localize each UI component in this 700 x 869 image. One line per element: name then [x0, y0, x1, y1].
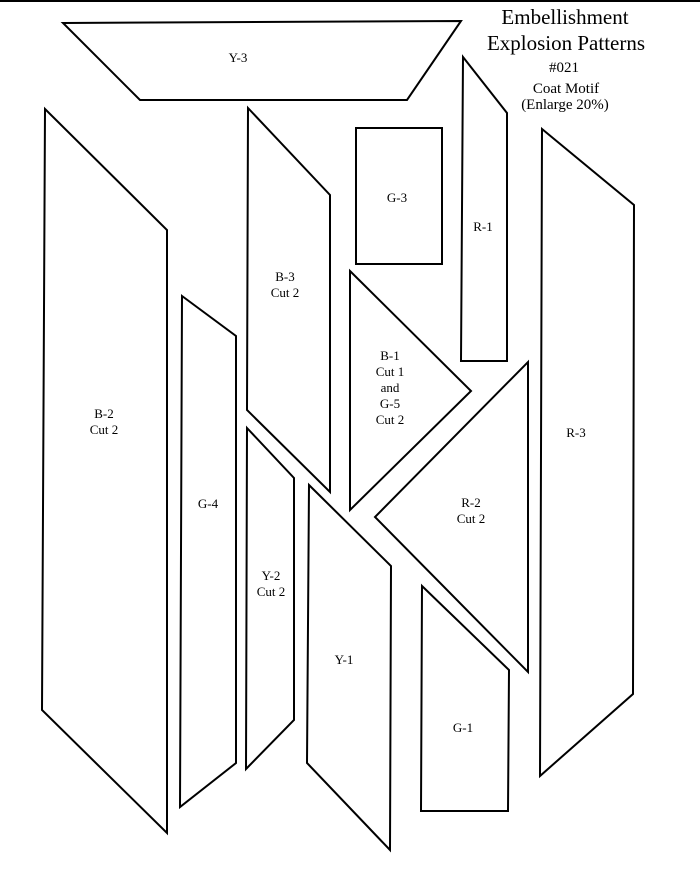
- piece-r3-label-1: R-3: [566, 425, 586, 440]
- piece-r2-label-2: Cut 2: [457, 511, 486, 526]
- piece-y3: Y-3: [60, 19, 463, 101]
- piece-b1-label-1: B-1: [380, 348, 400, 363]
- title-line-1: Embellishment: [501, 5, 628, 29]
- piece-y2-label-1: Y-2: [262, 568, 281, 583]
- piece-g4: G-4: [178, 294, 237, 810]
- piece-y3-label-1: Y-3: [229, 50, 248, 65]
- piece-b1-label-2: Cut 1: [376, 364, 405, 379]
- piece-g4-label-1: G-4: [198, 496, 219, 511]
- piece-g3-label-1: G-3: [387, 190, 407, 205]
- piece-b3-label-2: Cut 2: [271, 285, 300, 300]
- piece-r1: R-1: [459, 54, 508, 362]
- piece-r1-label-1: R-1: [473, 219, 493, 234]
- piece-r3: R-3: [538, 126, 636, 779]
- piece-y1: Y-1: [305, 482, 393, 853]
- pattern-number: #021: [549, 60, 579, 76]
- piece-y1-label-1: Y-1: [335, 652, 354, 667]
- piece-b1-label-4: G-5: [380, 396, 400, 411]
- piece-b1-label-5: Cut 2: [376, 412, 405, 427]
- piece-b2: B-2 Cut 2: [40, 106, 168, 836]
- piece-y2: Y-2 Cut 2: [244, 425, 295, 772]
- piece-b1-label-3: and: [381, 380, 400, 395]
- piece-g3: G-3: [355, 127, 443, 265]
- piece-b2-label-2: Cut 2: [90, 422, 119, 437]
- piece-g1: G-1: [419, 583, 511, 812]
- piece-r2: R-2 Cut 2: [373, 359, 529, 675]
- piece-b2-label-1: B-2: [94, 406, 114, 421]
- piece-b3-label-1: B-3: [275, 269, 295, 284]
- piece-g1-label-1: G-1: [453, 720, 473, 735]
- title-line-2: Explosion Patterns: [487, 31, 645, 55]
- motif-label: Coat Motif: [533, 81, 599, 97]
- piece-b3: B-3 Cut 2: [245, 105, 331, 495]
- enlarge-note: (Enlarge 20%): [521, 97, 609, 113]
- piece-b1: B-1 Cut 1 and G-5 Cut 2: [349, 268, 473, 513]
- piece-y2-label-2: Cut 2: [257, 584, 286, 599]
- piece-r2-label-1: R-2: [461, 495, 481, 510]
